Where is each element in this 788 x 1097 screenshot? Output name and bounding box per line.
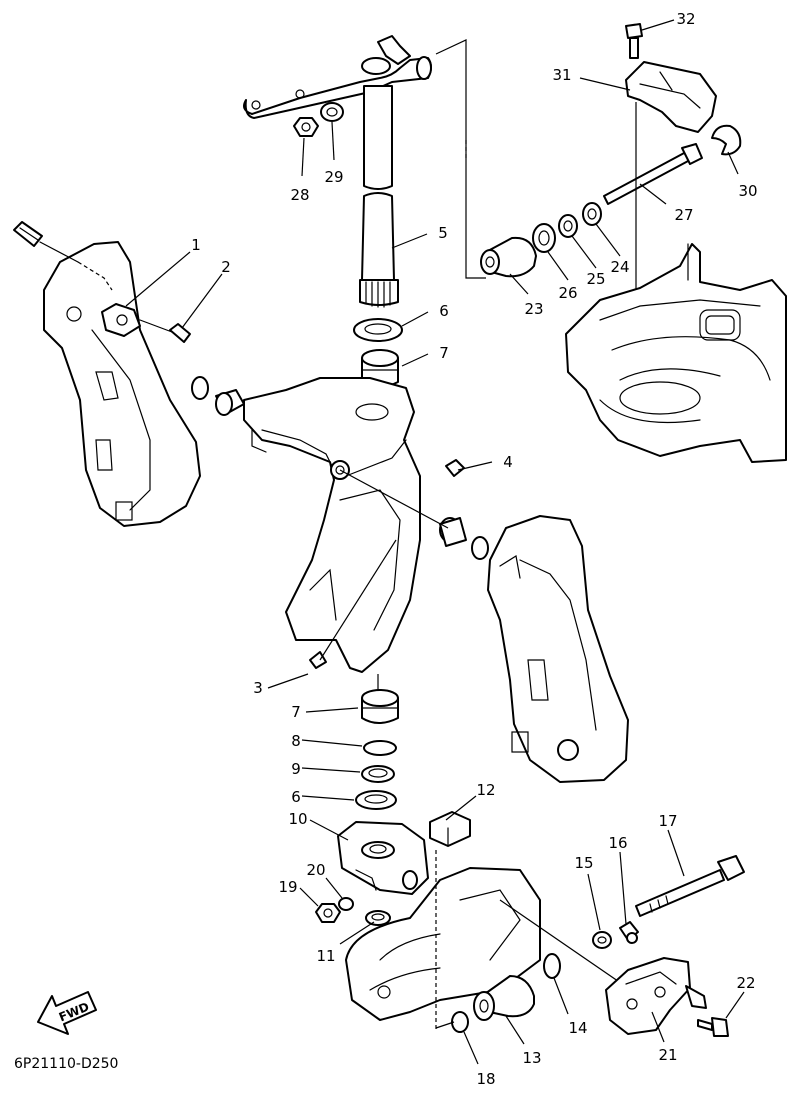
callout-30: 30: [738, 182, 757, 200]
diagram-code: 6P21110-D250: [14, 1056, 118, 1072]
nut-16: [619, 921, 639, 944]
callout-6-upper: 6: [439, 302, 449, 320]
engine-bottom-cowling: [565, 243, 787, 463]
callout-11: 11: [316, 947, 335, 965]
left-clamp-bracket: [43, 241, 201, 527]
steering-arm: [243, 35, 432, 119]
mount-bracket-21: [605, 957, 707, 1035]
collar-12: [429, 811, 471, 847]
fwd-arrow-icon: FWD: [37, 991, 97, 1035]
callout-13: 13: [522, 1049, 541, 1067]
washer-26: [532, 223, 556, 253]
callout-29: 29: [324, 168, 343, 186]
o-ring-8: [363, 740, 397, 756]
collar-right: [439, 517, 489, 560]
washer-9: [361, 765, 395, 783]
callout-32: 32: [676, 10, 695, 28]
trim-sensor-1: [101, 303, 141, 337]
swivel-bracket: [243, 377, 421, 673]
callout-4: 4: [503, 453, 513, 471]
washer-18: [451, 1011, 469, 1033]
callout-9: 9: [291, 760, 301, 778]
steering-shaft: [359, 85, 399, 308]
collar-left: [191, 376, 245, 416]
callout-3: 3: [253, 679, 263, 697]
guide-line-arm: [435, 39, 486, 279]
callout-31: 31: [552, 66, 571, 84]
bolt-27: [603, 143, 703, 205]
washer-29: [320, 102, 344, 122]
trim-sensor-connector: [13, 221, 113, 291]
clip-30: [711, 124, 742, 156]
upper-mount-cap-31: [625, 61, 717, 133]
circlip-11: [365, 910, 391, 926]
washer-15: [592, 931, 612, 949]
washer-20: [338, 897, 354, 911]
callout-16: 16: [608, 834, 627, 852]
callout-15: 15: [574, 854, 593, 872]
callout-1: 1: [191, 236, 201, 254]
callout-27: 27: [674, 206, 693, 224]
bolt-32: [625, 23, 643, 59]
callout-18: 18: [476, 1070, 495, 1088]
callout-22: 22: [736, 974, 755, 992]
callout-23: 23: [524, 300, 543, 318]
callout-20: 20: [306, 861, 325, 879]
washer-25: [558, 214, 578, 238]
bushing-7-lower: [361, 689, 399, 724]
washer-14: [543, 953, 561, 979]
callout-21: 21: [658, 1046, 677, 1064]
callout-2: 2: [221, 258, 231, 276]
mount-rubber-23: [480, 236, 537, 278]
bolt-17: [635, 855, 745, 917]
nut-19: [315, 903, 341, 923]
thrust-washer-6-lower: [355, 790, 397, 810]
callout-14: 14: [568, 1019, 587, 1037]
callout-7-lower: 7: [291, 703, 301, 721]
callout-10: 10: [288, 810, 307, 828]
callout-28: 28: [290, 186, 309, 204]
callout-19: 19: [278, 878, 297, 896]
callout-17: 17: [658, 812, 677, 830]
nut-28: [293, 117, 319, 137]
callout-6-lower: 6: [291, 788, 301, 806]
bolt-22: [697, 1017, 729, 1037]
callout-numbers: 1 2 3 4 5 6 6 7 7 8 9 10 11 12 13 14 15 …: [191, 10, 757, 1088]
callout-25: 25: [586, 270, 605, 288]
lower-case-outline: [345, 867, 541, 1021]
thrust-washer-6-upper: [353, 318, 403, 342]
callout-5: 5: [438, 224, 448, 242]
screw-3: [309, 539, 397, 669]
grease-nipple-4: [445, 459, 465, 477]
callout-26: 26: [558, 284, 577, 302]
callout-8: 8: [291, 732, 301, 750]
mount-rubber-13: [473, 975, 535, 1021]
callout-12: 12: [476, 781, 495, 799]
leader-lines: [125, 19, 745, 1065]
washer-24: [582, 202, 602, 226]
lower-mount-bracket-10: [337, 821, 429, 895]
callout-7-upper: 7: [439, 344, 449, 362]
callout-24: 24: [610, 258, 629, 276]
screw-2: [139, 319, 191, 343]
right-clamp-bracket: [487, 515, 629, 783]
